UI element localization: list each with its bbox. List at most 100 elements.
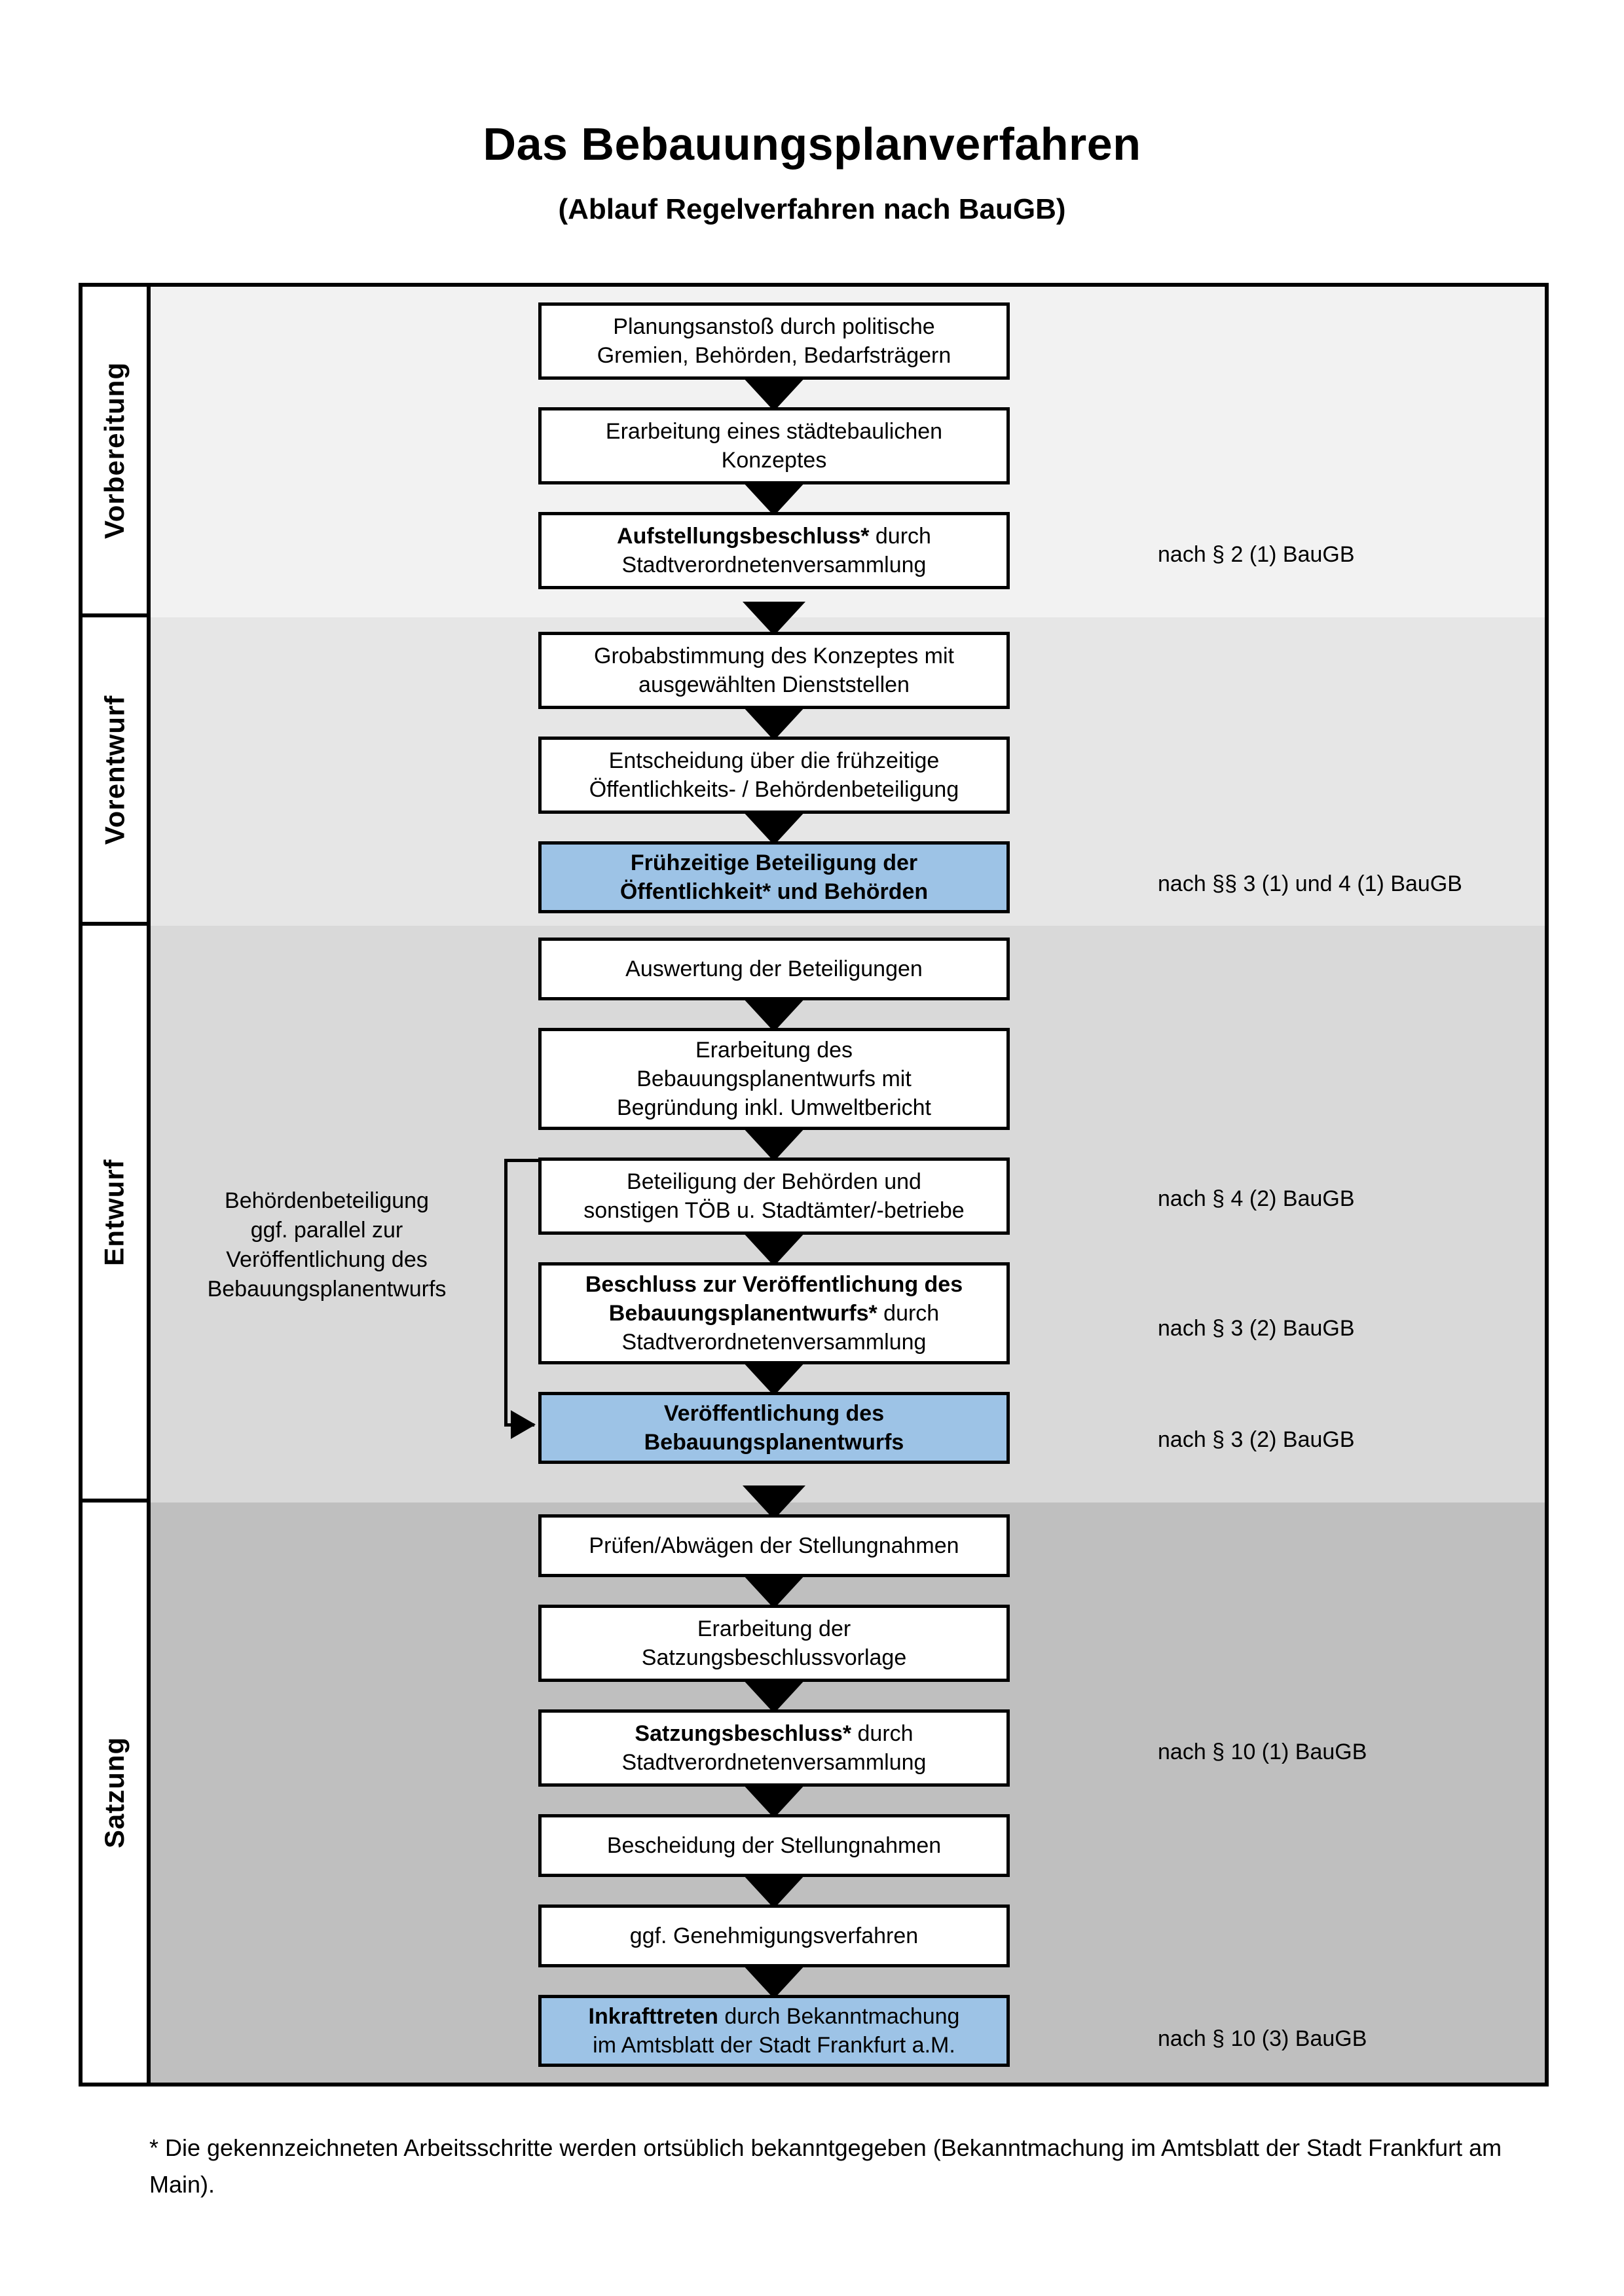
arrow-down-icon-12 (743, 1679, 805, 1713)
step-planungsanstoss-line2: Gremien, Behörden, Bedarfsträgern (597, 343, 951, 368)
flowchart-frame: Vorbereitung Vorentwurf Entwurf Satzung … (79, 283, 1549, 2086)
band-vorentwurf: Grobabstimmung des Konzeptes mit ausgewä… (151, 602, 1545, 926)
arrow-down-icon-3 (743, 602, 805, 636)
bracket-top-segment (504, 1159, 540, 1162)
sidenote-behoerdenbeteiligung: Behördenbeteiligung ggf. parallel zur Ve… (173, 1186, 481, 1304)
step-bescheidung-stellungnahmen[interactable]: Bescheidung der Stellungnahmen (538, 1814, 1010, 1877)
band-entwurf: Auswertung der Beteiligungen Erarbeitung… (151, 926, 1545, 1503)
step-erarbeitung-satzungsvorlage-line2: Satzungsbeschlussvorlage (641, 1645, 907, 1670)
step-aufstellungsbeschluss-bold: Aufstellungsbeschluss* (617, 523, 870, 549)
sidenote-line2: ggf. parallel zur (250, 1217, 403, 1243)
step-planungsanstoss-line1: Planungsanstoß durch politische (613, 314, 935, 339)
step-veroeffentlichung-bplan-line2: Bebauungsplanentwurfs (644, 1430, 904, 1455)
step-inkrafttreten-rest: durch Bekanntmachung (718, 2003, 960, 2029)
page-title: Das Bebauungsplanverfahren (483, 118, 1141, 170)
arrow-down-icon-9 (743, 1362, 805, 1396)
step-satzungsbeschluss-rest: durch (851, 1721, 913, 1746)
step-pruefen-abwaegen-line1: Prüfen/Abwägen der Stellungnahmen (589, 1533, 959, 1558)
step-erarbeitung-satzungsvorlage[interactable]: Erarbeitung der Satzungsbeschlussvorlage (538, 1605, 1010, 1682)
step-erarbeitung-satzungsvorlage-line1: Erarbeitung der (697, 1616, 851, 1641)
step-beteiligung-behoerden-toeb[interactable]: Beteiligung der Behörden und sonstigen T… (538, 1157, 1010, 1235)
arrow-down-icon-1 (743, 377, 805, 411)
footnote: * Die gekennzeichneten Arbeitsschritte w… (149, 2134, 1502, 2198)
step-veroeffentlichung-bplan-line1: Veröffentlichung des (663, 1400, 885, 1426)
phase-label-vorentwurf: Vorentwurf (99, 695, 130, 845)
step-inkrafttreten-line2: im Amtsblatt der Stadt Frankfurt a.M. (593, 2033, 955, 2058)
bracket-arrow-icon (511, 1410, 536, 1439)
step-beschluss-veroeffentlichung-rest: durch (877, 1300, 940, 1326)
step-staedtebauliches-konzept-line1: Erarbeitung eines städtebaulichen (605, 418, 943, 444)
arrow-down-icon-2 (743, 482, 805, 516)
step-satzungsbeschluss-bold: Satzungsbeschluss* (635, 1721, 852, 1746)
legal-ref-5: nach § 3 (2) BauGB (1158, 1427, 1355, 1452)
step-entscheidung-fruehzeitige[interactable]: Entscheidung über die frühzeitige Öffent… (538, 737, 1010, 814)
step-entscheidung-fruehzeitige-line1: Entscheidung über die frühzeitige (608, 748, 940, 773)
step-grobabstimmung-line1: Grobabstimmung des Konzeptes mit (594, 643, 954, 668)
arrow-down-icon-13 (743, 1784, 805, 1818)
flow-column-2: Grobabstimmung des Konzeptes mit ausgewä… (151, 602, 1545, 926)
arrow-down-icon-14 (743, 1874, 805, 1908)
flow-column-3: Auswertung der Beteiligungen Erarbeitung… (151, 926, 1545, 1503)
arrow-down-icon-10 (743, 1485, 805, 1520)
step-ggf-genehmigungsverfahren[interactable]: ggf. Genehmigungsverfahren (538, 1904, 1010, 1967)
legal-ref-4: nach § 3 (2) BauGB (1158, 1316, 1355, 1341)
arrow-down-icon-4 (743, 706, 805, 740)
step-auswertung-beteiligungen[interactable]: Auswertung der Beteiligungen (538, 938, 1010, 1000)
step-grobabstimmung[interactable]: Grobabstimmung des Konzeptes mit ausgewä… (538, 632, 1010, 709)
arrow-down-icon-7 (743, 1127, 805, 1161)
step-pruefen-abwaegen[interactable]: Prüfen/Abwägen der Stellungnahmen (538, 1514, 1010, 1577)
step-inkrafttreten[interactable]: Inkrafttreten durch Bekanntmachung im Am… (538, 1995, 1010, 2067)
step-erarbeitung-bplan-entwurf-line3: Begründung inkl. Umweltbericht (616, 1095, 932, 1121)
step-veroeffentlichung-bplan[interactable]: Veröffentlichung des Bebauungsplanentwur… (538, 1392, 1010, 1464)
phase-rail: Vorbereitung Vorentwurf Entwurf Satzung (83, 287, 151, 2083)
step-beschluss-veroeffentlichung-line3: Stadtverordnetenversammlung (621, 1330, 927, 1355)
flow-column-4: Prüfen/Abwägen der Stellungnahmen Erarbe… (151, 1485, 1545, 2083)
step-bescheidung-stellungnahmen-line1: Bescheidung der Stellungnahmen (606, 1832, 942, 1858)
step-erarbeitung-bplan-entwurf[interactable]: Erarbeitung des Bebauungsplanentwurfs mi… (538, 1028, 1010, 1130)
step-entscheidung-fruehzeitige-line2: Öffentlichkeits- / Behördenbeteiligung (589, 777, 959, 802)
phase-cell-entwurf: Entwurf (83, 926, 147, 1503)
flow-column-1: Planungsanstoß durch politische Gremien,… (151, 287, 1545, 617)
step-inkrafttreten-bold: Inkrafttreten (588, 2003, 718, 2029)
step-erarbeitung-bplan-entwurf-line1: Erarbeitung des (695, 1037, 853, 1063)
step-fruehzeitige-beteiligung-line2: Öffentlichkeit* und Behörden (619, 879, 929, 904)
phase-label-vorbereitung: Vorbereitung (99, 361, 130, 539)
arrow-down-icon-6 (743, 998, 805, 1032)
arrow-down-icon-11 (743, 1575, 805, 1609)
title-block: Das Bebauungsplanverfahren (Ablauf Regel… (0, 119, 1624, 226)
phase-label-entwurf: Entwurf (99, 1158, 130, 1266)
page-subtitle: (Ablauf Regelverfahren nach BauGB) (558, 193, 1066, 225)
band-vorbereitung: Planungsanstoß durch politische Gremien,… (151, 287, 1545, 617)
arrow-down-icon-5 (743, 811, 805, 845)
legal-ref-1: nach § 2 (1) BauGB (1158, 542, 1355, 567)
step-aufstellungsbeschluss-rest: durch (869, 523, 931, 549)
step-beschluss-veroeffentlichung[interactable]: Beschluss zur Veröffentlichung des Bebau… (538, 1262, 1010, 1364)
step-fruehzeitige-beteiligung[interactable]: Frühzeitige Beteiligung der Öffentlichke… (538, 841, 1010, 913)
sidenote-line4: Bebauungsplanentwurfs (207, 1276, 447, 1302)
step-satzungsbeschluss-line2: Stadtverordnetenversammlung (621, 1750, 927, 1775)
legal-ref-7: nach § 10 (3) BauGB (1158, 2026, 1367, 2051)
step-aufstellungsbeschluss-line2: Stadtverordnetenversammlung (621, 553, 927, 577)
step-satzungsbeschluss[interactable]: Satzungsbeschluss* durch Stadtverordnete… (538, 1709, 1010, 1787)
step-beteiligung-behoerden-toeb-line2: sonstigen TÖB u. Stadtämter/-betriebe (583, 1198, 965, 1223)
arrow-down-icon-8 (743, 1232, 805, 1266)
step-planungsanstoss[interactable]: Planungsanstoß durch politische Gremien,… (538, 302, 1010, 380)
step-auswertung-beteiligungen-line1: Auswertung der Beteiligungen (625, 956, 923, 981)
step-beschluss-veroeffentlichung-bold2: Bebauungsplanentwurfs* (608, 1300, 877, 1326)
phase-label-satzung: Satzung (99, 1736, 130, 1849)
phase-cell-satzung: Satzung (83, 1503, 147, 2083)
step-staedtebauliches-konzept[interactable]: Erarbeitung eines städtebaulichen Konzep… (538, 407, 1010, 484)
band-satzung: Prüfen/Abwägen der Stellungnahmen Erarbe… (151, 1485, 1545, 2083)
legal-ref-3: nach § 4 (2) BauGB (1158, 1186, 1355, 1211)
phase-cell-vorentwurf: Vorentwurf (83, 617, 147, 926)
sidenote-line3: Veröffentlichung des (226, 1247, 428, 1272)
bracket-vertical-segment (504, 1159, 507, 1425)
step-aufstellungsbeschluss[interactable]: Aufstellungsbeschluss* durch Stadtverord… (538, 512, 1010, 589)
arrow-down-icon-15 (743, 1965, 805, 1999)
step-staedtebauliches-konzept-line2: Konzeptes (721, 448, 827, 473)
phase-bands: Planungsanstoß durch politische Gremien,… (151, 287, 1545, 2083)
phase-cell-vorbereitung: Vorbereitung (83, 287, 147, 617)
step-grobabstimmung-line2: ausgewählten Dienststellen (638, 672, 910, 697)
legal-ref-2: nach §§ 3 (1) und 4 (1) BauGB (1158, 871, 1462, 896)
sidenote-line1: Behördenbeteiligung (225, 1188, 429, 1213)
